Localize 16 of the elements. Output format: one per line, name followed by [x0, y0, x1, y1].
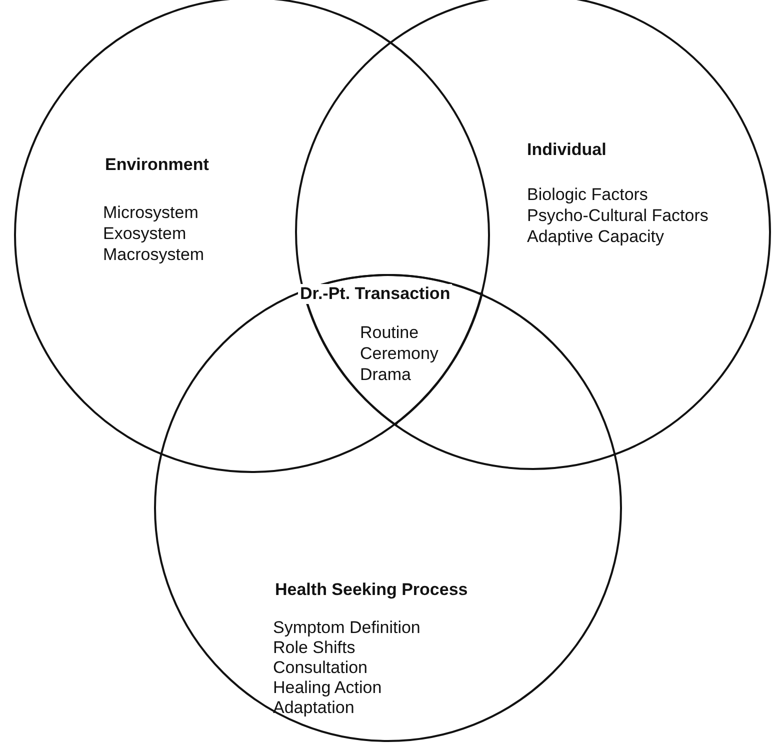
- circle-heading: Health Seeking Process: [273, 580, 470, 600]
- list-item: Adaptive Capacity: [527, 227, 664, 247]
- list-item: Drama: [360, 364, 411, 385]
- list-item: Role Shifts: [273, 638, 356, 658]
- circle-heading: Dr.-Pt. Transaction: [298, 284, 452, 304]
- list-item: Biologic Factors: [527, 185, 648, 205]
- list-item: Adaptation: [273, 698, 354, 718]
- list-item: Healing Action: [273, 678, 382, 698]
- list-item: Macrosystem: [103, 245, 204, 265]
- list-item: Psycho-Cultural Factors: [527, 206, 708, 226]
- list-item: Ceremony: [360, 344, 438, 364]
- list-item: Routine: [360, 322, 419, 343]
- list-item: Symptom Definition: [273, 618, 420, 638]
- list-item: Microsystem: [103, 203, 198, 223]
- list-item: Consultation: [273, 658, 368, 678]
- list-item: Exosystem: [103, 224, 186, 244]
